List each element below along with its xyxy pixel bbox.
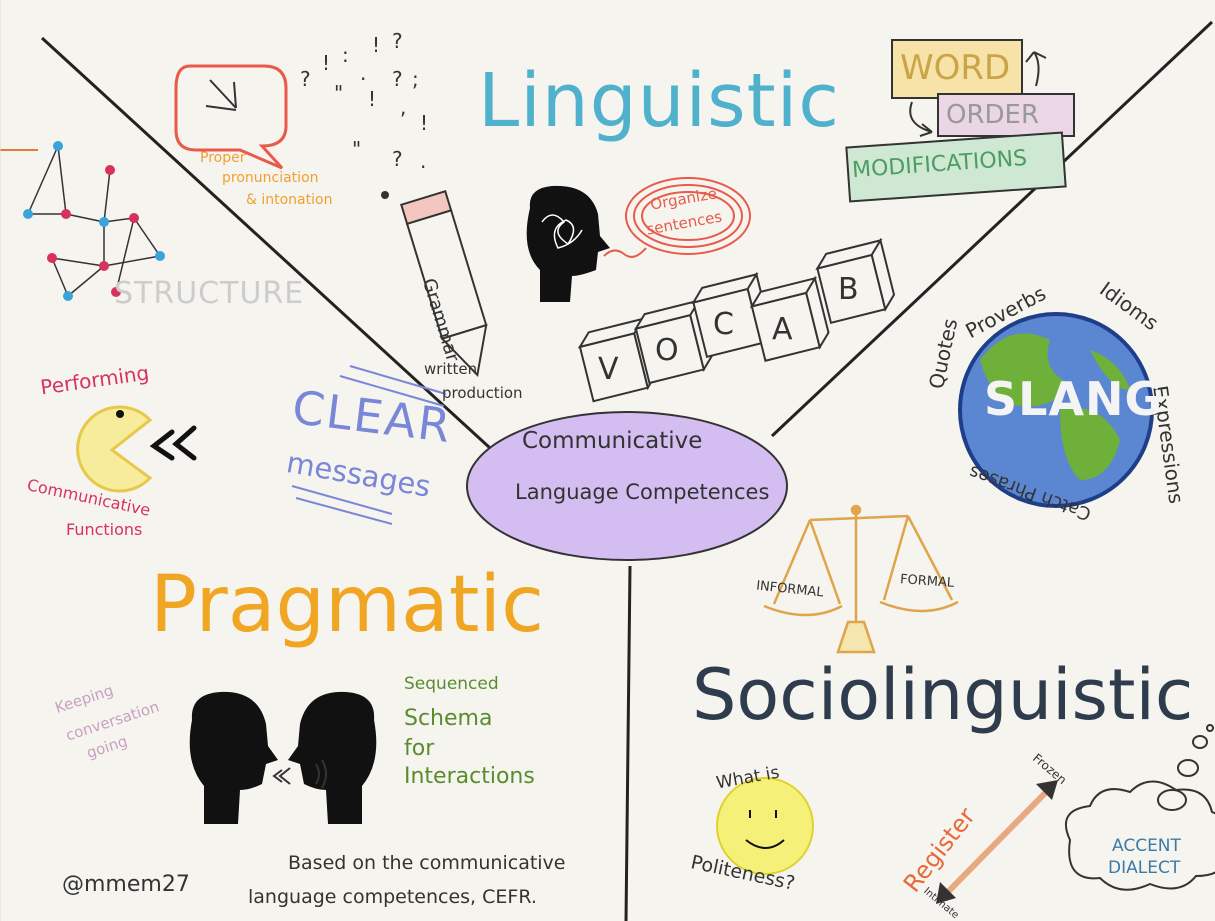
svg-text:;: ; [412,67,419,91]
arrow-down-icon [909,101,933,137]
production-label: production [442,384,523,402]
divider-vertical [624,565,632,921]
thought-cloud-icon [1065,724,1215,891]
pacman-icon [76,405,153,493]
network-nodes-icon [23,141,165,301]
pronunciation-line-3: & intonation [246,192,333,208]
svg-text:,: , [400,95,406,119]
globe-icon [958,312,1154,508]
svg-text:.: . [420,149,426,173]
word-label: WORD [900,48,1011,88]
center-ellipse [466,411,788,561]
svg-text:": " [334,81,343,105]
pronunciation-line-2: pronunciation [222,170,319,186]
speech-bubble-icon [174,64,288,170]
pencil-icon [400,190,488,378]
speech-lines-icon [205,79,237,111]
chevrons-icon [149,425,197,461]
sequenced-label: Sequenced [404,674,499,694]
punctuation-scatter-icon: ?!: !?. ?; " !,! "?. [300,29,428,199]
thinking-head-icon [526,185,610,302]
vocab-letter-c: C [713,307,734,342]
svg-text:?: ? [392,67,403,91]
center-line-2: Language Competences [515,480,770,504]
vocab-letter-a: A [772,312,793,347]
svg-text:!: ! [420,111,428,135]
linguistic-title: Linguistic [478,58,840,144]
pacman-eye-icon [116,410,124,418]
sound-waves-icon [272,759,327,789]
order-box [937,93,1075,137]
svg-text:!: ! [322,51,330,75]
dialect-label: DIALECT [1108,858,1181,878]
modifications-box [845,131,1067,203]
author-credit: @mmem27 [62,872,190,897]
source-note-line-1: Based on the communicative [288,852,566,874]
vocab-letter-o: O [655,333,679,368]
arrow-up-icon [1025,51,1047,87]
svg-text:.: . [360,61,366,85]
word-box [891,39,1023,99]
divider-right-diagonal [770,20,1214,438]
head-right-icon [288,691,377,824]
written-label: written [424,360,478,378]
svg-text:": " [352,137,361,161]
register-arrow-icon [936,780,1058,904]
head-left-icon [189,691,278,824]
accent-label: ACCENT [1112,836,1181,856]
svg-text:?: ? [392,29,403,53]
balance-scale-icon [763,504,959,654]
svg-text:!: ! [368,87,376,111]
svg-text::: : [342,43,349,67]
svg-text:?: ? [392,147,403,171]
vocab-cubes-icon [577,237,896,403]
pragmatic-title: Pragmatic [150,560,544,650]
interactions-label: Interactions [404,764,535,789]
slang-label: SLANG [984,372,1164,426]
organize-rings-icon [603,177,751,258]
functions-label: Functions [66,520,143,539]
schema-label: Schema [404,706,493,731]
center-line-1: Communicative [522,428,703,454]
clear-lines-top-icon [339,365,447,407]
sociolinguistic-title: Sociolinguistic [692,654,1194,736]
for-label: for [404,736,435,761]
network-structure-icon [27,145,161,297]
clear-lines-bottom-icon [291,485,393,525]
order-label: ORDER [946,100,1040,130]
vocab-letter-b: B [838,272,859,307]
svg-text:!: ! [372,33,380,57]
svg-text:?: ? [300,67,311,91]
structure-label: STRUCTURE [114,276,305,311]
smiley-face-icon [716,777,814,875]
pronunciation-line-1: Proper [200,150,246,166]
vocab-letter-v: V [598,352,619,387]
divider-left-diagonal [40,36,492,450]
source-note-line-2: language competences, CEFR. [248,886,537,908]
